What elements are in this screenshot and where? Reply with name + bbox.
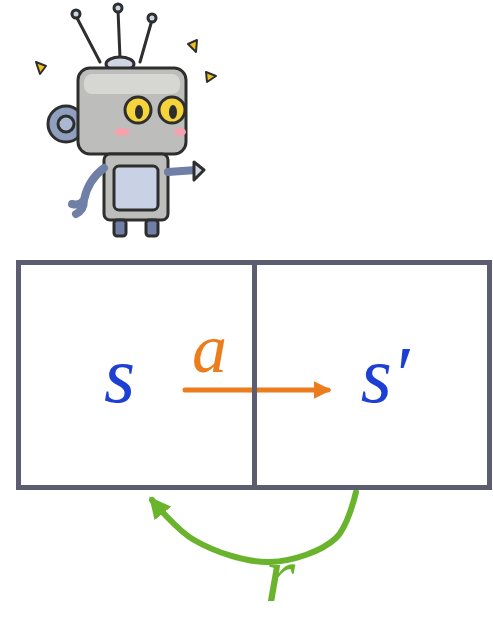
state-label: s: [104, 335, 135, 415]
hand: [194, 162, 204, 180]
state-label: s′: [361, 335, 410, 415]
blush: [114, 128, 130, 136]
reward-label: r: [262, 536, 298, 614]
robot-head: [78, 68, 186, 154]
leg: [114, 220, 126, 236]
head-shine: [84, 74, 180, 94]
spark: [206, 72, 216, 82]
eye: [159, 97, 185, 123]
action-label: a: [189, 314, 230, 384]
pupil: [169, 105, 177, 119]
blush: [174, 128, 186, 136]
antenna: [76, 16, 100, 62]
body-panel: [114, 166, 158, 210]
arm: [168, 170, 196, 172]
reward-arrow: [152, 492, 356, 562]
robot-body: [104, 154, 168, 220]
antenna-tip: [72, 10, 80, 18]
spark: [36, 62, 46, 74]
antenna: [118, 10, 120, 58]
leg: [146, 220, 158, 236]
antenna-tip: [114, 4, 122, 12]
robot: [36, 4, 216, 236]
pupil: [135, 105, 143, 119]
eye: [125, 97, 151, 123]
state-cell: s′: [252, 260, 492, 490]
antenna: [140, 20, 152, 62]
arm: [72, 168, 104, 214]
spark: [188, 40, 197, 52]
ear: [58, 116, 74, 132]
antenna-tip: [148, 14, 156, 22]
